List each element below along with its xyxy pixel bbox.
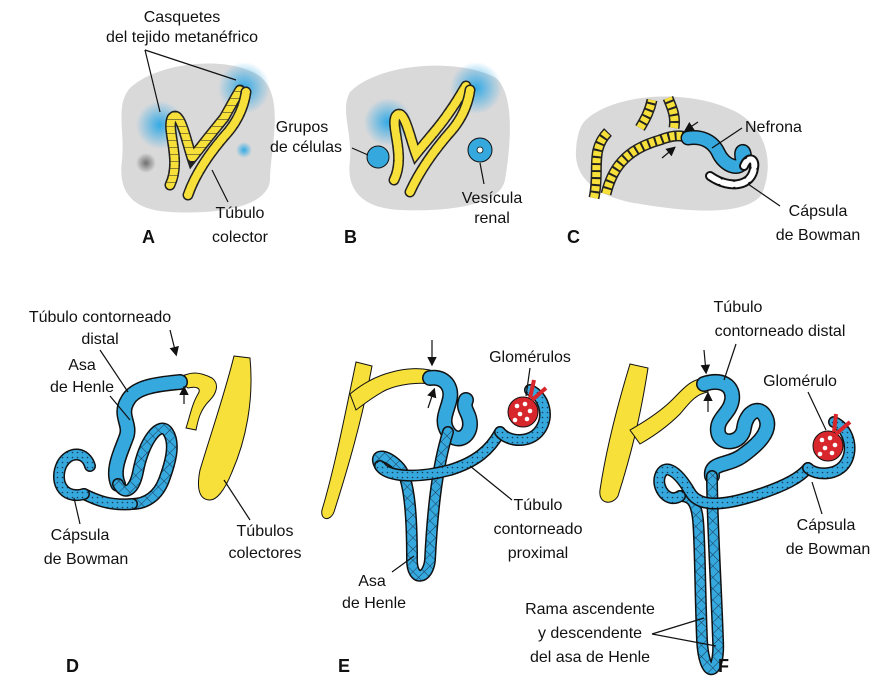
glomerulus-f	[813, 431, 843, 461]
label-tubulo-colector-1: Túbulo	[216, 205, 265, 222]
label-capsula-d-2: de Bowman	[44, 551, 129, 568]
label-rama-2: y descendente	[538, 625, 642, 642]
label-colectores-2: colectores	[229, 545, 302, 562]
label-grupos-2: de células	[270, 139, 342, 156]
label-proximal-e-1: Túbulo	[514, 497, 563, 514]
leader-proximal-e	[470, 466, 512, 500]
label-casquetes-2: del tejido metanéfrico	[106, 29, 258, 46]
label-distal-f-2: contorneado distal	[715, 323, 846, 340]
label-colectores-1: Túbulos	[237, 523, 294, 540]
leader-glomerulo-f	[808, 392, 826, 430]
label-rama-1: Rama ascendente	[525, 601, 655, 618]
label-vesicula-2: renal	[474, 210, 510, 227]
dark-spot-a	[136, 153, 156, 173]
label-tubulo-colector-2: colector	[212, 229, 269, 246]
panel-label-e: E	[338, 656, 350, 676]
panel-a: Casquetes del tejido metanéfrico Túbulo …	[106, 9, 275, 247]
label-rama-3: del asa de Henle	[530, 649, 650, 666]
label-capsula-c-2: de Bowman	[776, 227, 861, 244]
label-vesicula-1: Vesícula	[462, 190, 523, 207]
panel-c: Nefrona Cápsula de Bowman C	[567, 97, 860, 247]
cell-group-b	[367, 146, 389, 168]
label-asa-e-2: de Henle	[342, 595, 406, 612]
panel-d: Túbulo contorneado distal Asa de Henle C…	[29, 309, 302, 676]
label-glomerulo-f: Glomérulo	[763, 373, 837, 390]
label-casquetes-1: Casquetes	[144, 9, 221, 26]
glomerulus-e	[508, 397, 538, 427]
label-capsula-f-1: Cápsula	[797, 517, 856, 534]
label-asa-d-1: Asa	[68, 357, 96, 374]
leader-capsula-d	[74, 498, 80, 524]
arrow-d-down	[170, 330, 176, 354]
panel-label-b: B	[344, 227, 357, 247]
arrow-f-down	[704, 350, 706, 372]
label-proximal-e-2: contorneado	[494, 521, 583, 538]
label-proximal-e-3: proximal	[508, 545, 568, 562]
label-asa-e-1: Asa	[358, 573, 386, 590]
label-glomerulos: Glomérulos	[489, 349, 571, 366]
label-nefrona: Nefrona	[745, 119, 802, 136]
panel-label-c: C	[567, 227, 580, 247]
leader-colectores	[224, 480, 250, 520]
label-grupos-1: Grupos	[276, 119, 328, 136]
panel-label-d: D	[66, 656, 79, 676]
leader-capsula-f	[812, 482, 822, 514]
panel-b: Grupos de células Vesícula renal B	[270, 62, 522, 247]
label-capsula-d-1: Cápsula	[51, 527, 110, 544]
label-capsula-f-2: de Bowman	[786, 541, 871, 558]
label-distal-d-2: distal	[81, 331, 118, 348]
panel-label-a: A	[142, 227, 155, 247]
leader-distal-f	[724, 344, 736, 380]
panel-label-f: F	[718, 656, 729, 676]
arrow-e-up	[428, 390, 434, 408]
label-distal-f-1: Túbulo	[714, 299, 763, 316]
panel-f: Túbulo contorneado distal Glomérulo Cáps…	[525, 299, 870, 676]
label-distal-d-1: Túbulo contorneado	[29, 309, 171, 326]
label-asa-d-2: de Henle	[50, 379, 114, 396]
cell-cluster-a	[236, 142, 252, 158]
renal-vesicle-lumen	[477, 147, 483, 153]
label-capsula-c-1: Cápsula	[789, 203, 848, 220]
